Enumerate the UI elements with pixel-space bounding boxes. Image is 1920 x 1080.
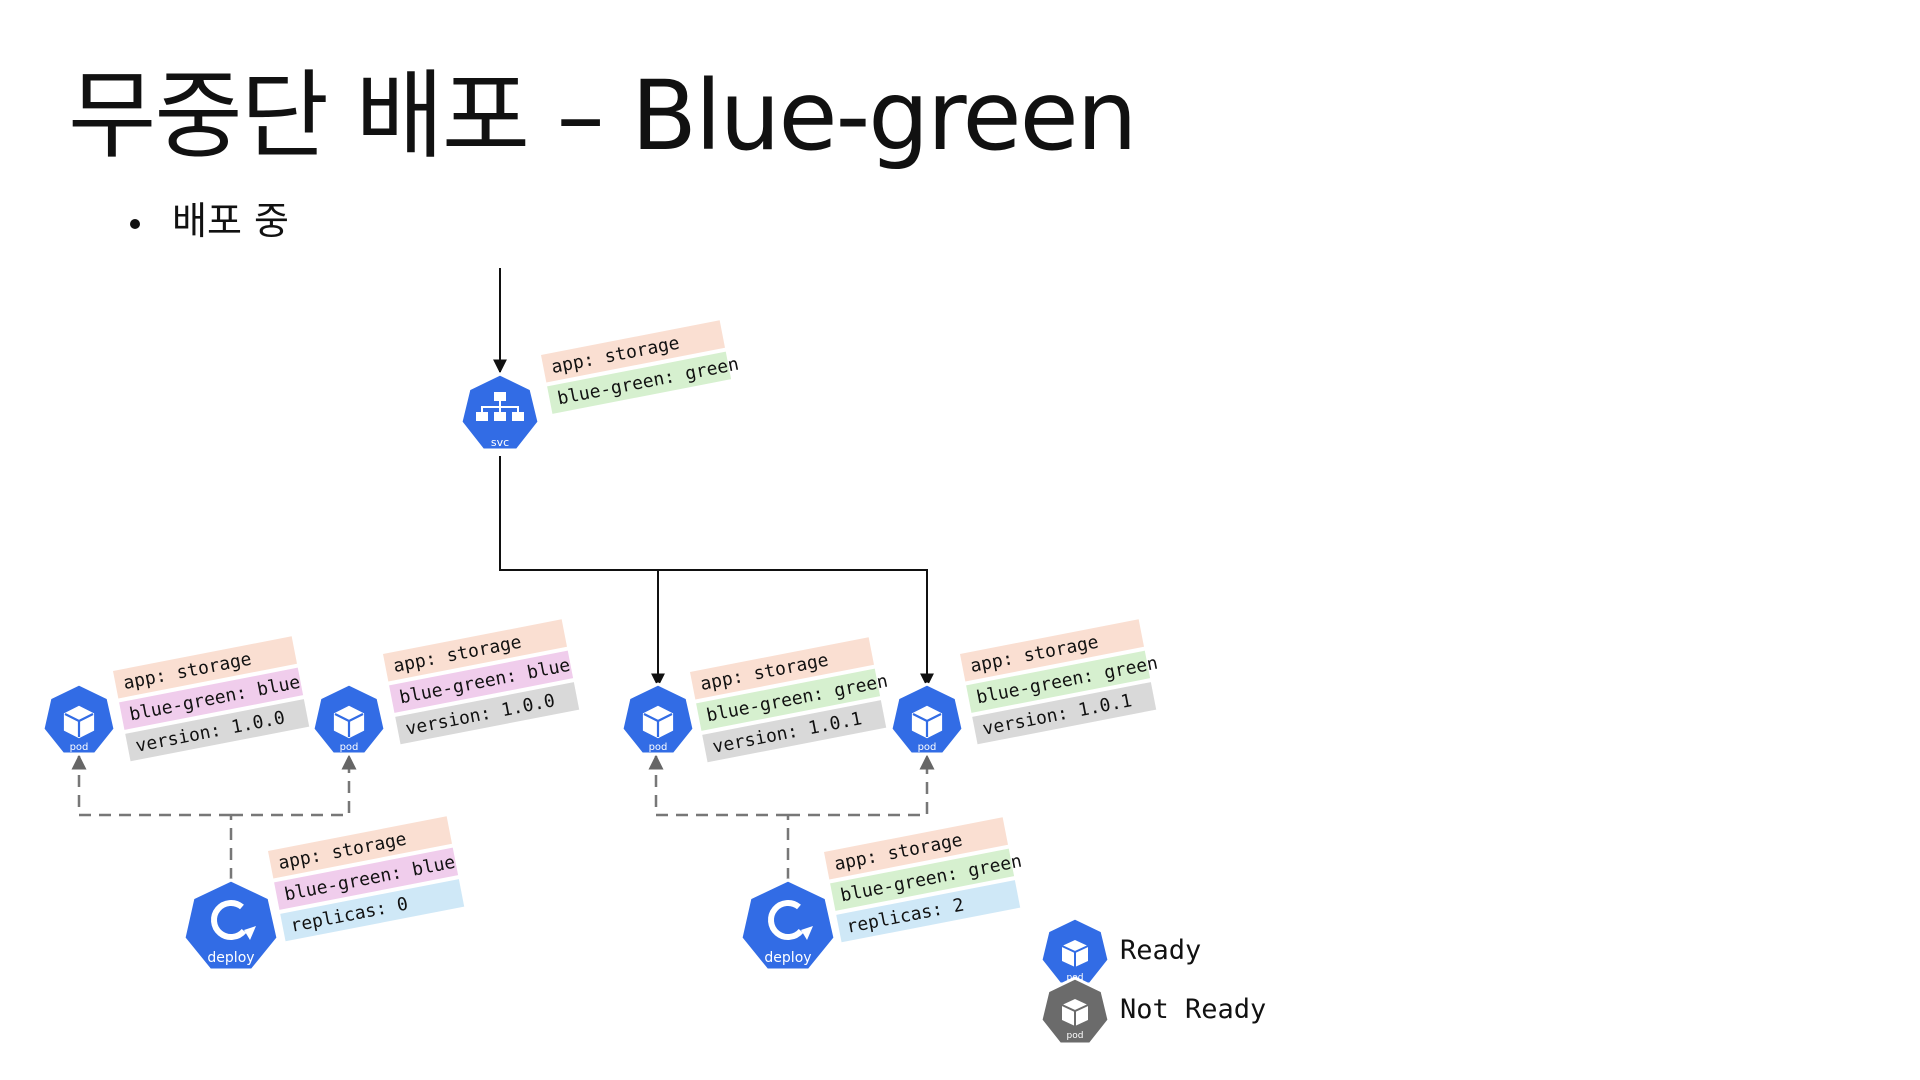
deploy1-tag-replicas (280, 879, 465, 942)
cube-icon (911, 705, 943, 739)
pod2-tags: app: storage blue-green: blue version: 1… (383, 619, 580, 745)
ownership-connectors (71, 754, 935, 880)
deploy-node-2: deploy (739, 878, 837, 972)
deploy2-to-pod3 (648, 754, 788, 817)
deploy2-heptagon (739, 878, 837, 972)
pod2-label: pod (340, 742, 359, 753)
deploy1-to-pod1 (71, 754, 231, 817)
deploy1-tag-bluegreen (274, 847, 459, 910)
deploy-node-1: deploy (182, 878, 280, 972)
pod2-tag-version (395, 682, 580, 745)
legend-not-ready-label: Not Ready (1120, 994, 1267, 1025)
legend-ready-icon: pod (1039, 916, 1111, 986)
svc-icon (476, 392, 524, 421)
pod3-tags: app: storage blue-green: green version: … (690, 637, 890, 763)
legend-ready-label: Ready (1120, 935, 1202, 966)
svc-tag-bluegreen (547, 351, 732, 414)
rotate-icon (768, 900, 813, 940)
deploy1-to-pod2 (231, 754, 357, 817)
slide-title: 무중단 배포 – Blue-green (68, 60, 1137, 172)
deploy2-tags: app: storage blue-green: green replicas:… (824, 817, 1024, 943)
pod3-label: pod (649, 742, 668, 753)
cube-icon (333, 705, 365, 739)
deploy1-heptagon (182, 878, 280, 972)
deploy2-tag-app (824, 817, 1008, 880)
traffic-connectors (493, 268, 934, 688)
pod3-tag-version (702, 700, 887, 763)
pod4-tag-version (972, 682, 1157, 745)
deploy2-tag-bluegreen (830, 848, 1015, 911)
pod4-tags: app: storage blue-green: green version: … (960, 619, 1160, 745)
legend: pod pod (1039, 916, 1111, 1046)
pod1-tag-bluegreen (119, 667, 304, 730)
deploy2-to-pod4 (788, 754, 935, 817)
deploy2-label: deploy (764, 950, 811, 966)
pod3-tag-app (690, 637, 874, 700)
svc-to-pod3-arrow (499, 456, 665, 688)
deploy1-tag-app (268, 816, 452, 879)
pod4-tag-app (960, 619, 1144, 682)
svc-tag-app (541, 320, 725, 383)
pod-node-4: pod (889, 682, 965, 756)
legend-not-ready-icon-label: pod (1067, 1031, 1084, 1041)
bullet-dot (130, 218, 140, 229)
pod1-tags: app: storage blue-green: blue version: 1… (113, 636, 310, 762)
pod1-tag-version (125, 699, 310, 762)
deploy1-label: deploy (207, 950, 254, 966)
pod1-label: pod (70, 742, 89, 753)
svc-to-pod4-arrow (658, 569, 934, 688)
pod-node-3: pod (620, 682, 696, 756)
pod-node-2: pod (311, 682, 387, 756)
bullet-item: 배포 중 (130, 190, 289, 245)
cube-icon (63, 705, 95, 739)
bullet-text: 배포 중 (172, 199, 289, 243)
svc-label: svc (491, 436, 509, 449)
pod1-tag-app (113, 636, 297, 699)
pod2-tag-bluegreen (389, 650, 574, 713)
rotate-icon (211, 900, 256, 940)
legend-not-ready-icon: pod (1039, 976, 1111, 1046)
pod2-tag-app (383, 619, 567, 682)
service-tags: app: storage blue-green: green (541, 320, 741, 414)
pod4-tag-bluegreen (966, 650, 1151, 713)
pod4-label: pod (918, 742, 937, 753)
deploy1-tags: app: storage blue-green: blue replicas: … (268, 816, 465, 942)
pod-node-1: pod (41, 682, 117, 756)
pod3-tag-bluegreen (696, 668, 881, 731)
cube-icon (642, 705, 674, 739)
service-node: svc (459, 372, 541, 452)
deploy2-tag-replicas (836, 880, 1021, 943)
